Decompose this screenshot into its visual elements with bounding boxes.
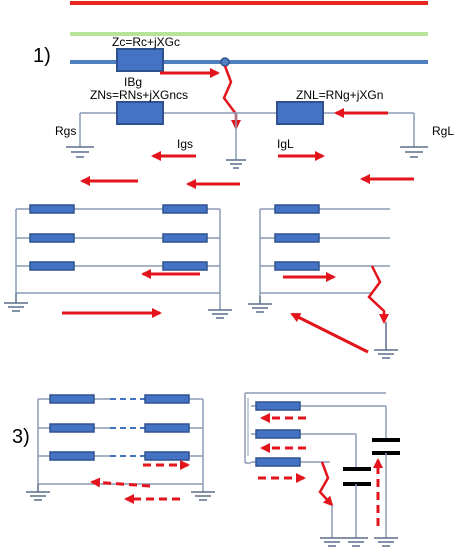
capacitor-1 — [372, 406, 400, 538]
impedance-zns — [116, 101, 164, 125]
znl-label: ZNL=RNg+jXGn — [296, 88, 383, 102]
ground-symbol-bottom-left-a — [26, 484, 50, 501]
ladder-network-bottom-left — [37, 394, 204, 492]
zc-label: Zc=Rc+jXGc — [112, 35, 180, 49]
section-1-label: 1) — [33, 45, 51, 67]
ladder-right-fault-lightning — [367, 265, 389, 324]
rgs-label: Rgs — [55, 124, 76, 138]
ground-symbol-rgs — [66, 146, 94, 158]
ground-symbol-bottom-right-a — [320, 537, 344, 547]
ground-symbol-bottom-right-b — [344, 537, 368, 547]
ground-symbol-ladder-right-b — [374, 322, 398, 359]
ladder-network-bottom-right — [244, 392, 386, 467]
ground-symbol-ladder-right-a — [248, 296, 272, 313]
bottom-right-fault-lightning — [318, 461, 334, 507]
ground-symbol-rgl — [400, 146, 428, 158]
impedance-znl — [276, 101, 324, 125]
rgl-label: RgL — [432, 124, 454, 138]
ground-symbol-ladder-left-b — [208, 309, 232, 319]
bottom-left-dashed-arrow-return-1 — [90, 477, 151, 488]
ground-symbol-tower — [226, 159, 246, 169]
igl-label: IgL — [277, 137, 294, 151]
igs-label: Igs — [177, 137, 193, 151]
fault-point — [220, 57, 230, 67]
fault-lightning-path — [222, 65, 241, 130]
ibg-label: IBg — [124, 75, 142, 89]
impedance-zc — [116, 48, 164, 72]
ground-symbol-ladder-left-a — [4, 293, 28, 312]
ground-symbol-bottom-left-b — [191, 491, 215, 501]
section-3-label: 3) — [12, 426, 30, 448]
ladder-network-right — [259, 204, 390, 296]
ladder-right-return-arrow — [290, 312, 369, 354]
ladder-network-left — [15, 204, 221, 310]
capacitor-2 — [343, 434, 371, 538]
ground-symbol-bottom-right-c — [374, 537, 398, 547]
zns-label: ZNs=RNs+jXGncs — [90, 88, 188, 102]
